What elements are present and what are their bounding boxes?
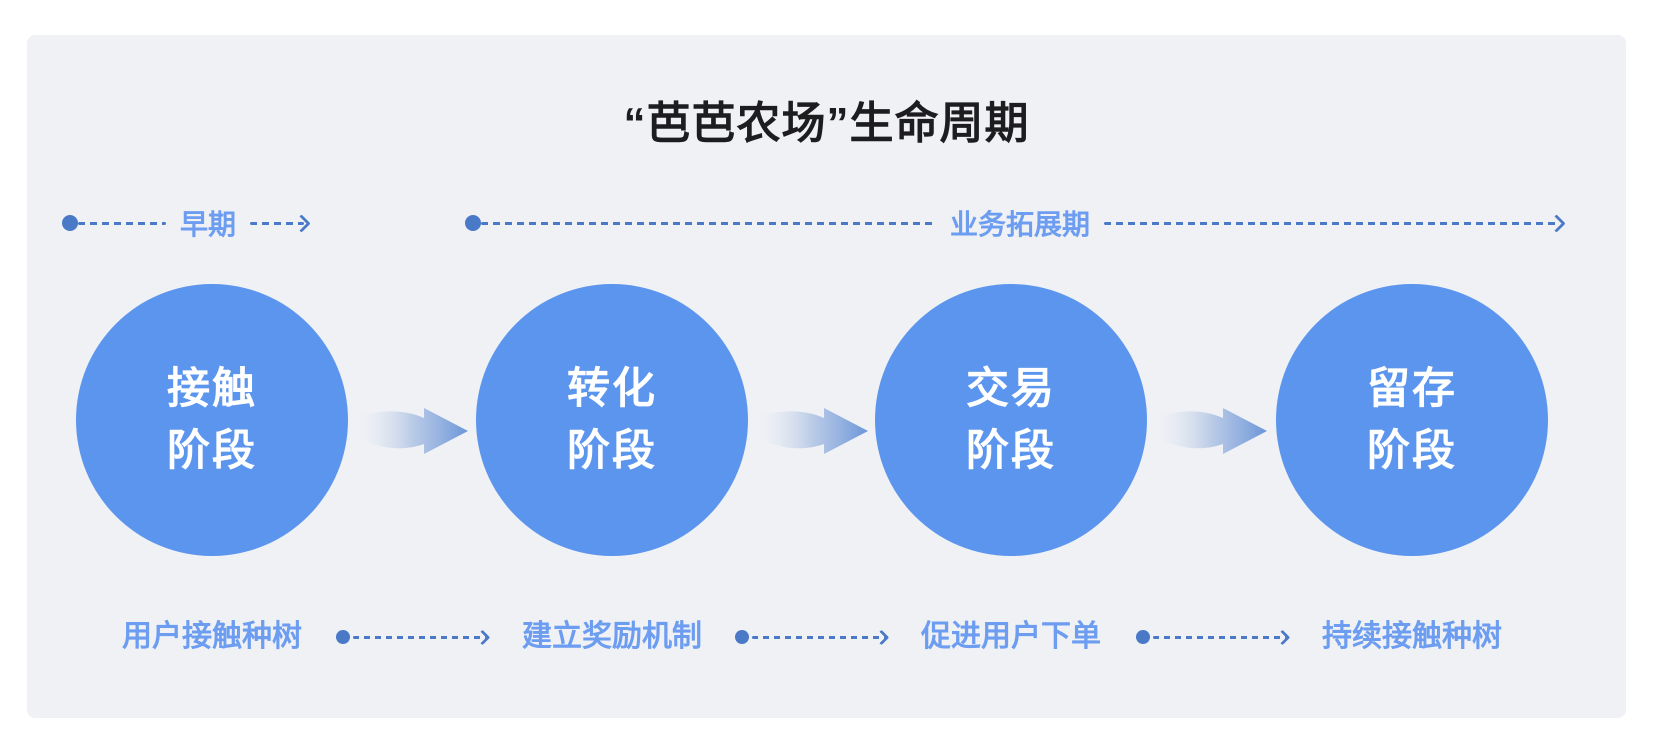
arrow-head-icon — [292, 213, 311, 233]
arrow-head-icon — [1547, 213, 1566, 233]
lifecycle-panel: “芭芭农场”生命周期 早期 业务拓展期 接触 阶段 转化 — [27, 35, 1626, 718]
stage-circle-contact: 接触 阶段 — [76, 284, 348, 556]
dashed-line — [1104, 221, 1560, 225]
dashed-line — [353, 635, 486, 639]
dashed-line — [1153, 635, 1286, 639]
note-arrow-connector — [1136, 619, 1291, 655]
stage-line1: 交易 — [966, 365, 1056, 413]
connector-dot-icon — [735, 630, 749, 644]
arrow-head-icon — [474, 629, 491, 645]
connector-dot-icon — [1136, 630, 1150, 644]
stage-circle-retention: 留存 阶段 — [1276, 284, 1548, 556]
gradient-arrow-icon — [1159, 408, 1267, 454]
dashed-line — [78, 221, 166, 225]
stage-note-conversion: 建立奖励机制 — [522, 620, 702, 653]
timeline-expansion: 业务拓展期 — [465, 203, 1566, 243]
gradient-arrow-icon — [760, 408, 868, 454]
stage-line1: 接触 — [167, 365, 257, 413]
stage-note-retention: 持续接触种树 — [1322, 620, 1502, 653]
note-arrow-connector — [735, 619, 890, 655]
dashed-line — [481, 221, 936, 225]
stage-line1: 留存 — [1367, 365, 1457, 413]
stage-circle-conversion: 转化 阶段 — [476, 284, 748, 556]
dashed-line — [752, 635, 885, 639]
stage-label: 留存 阶段 — [1367, 358, 1457, 482]
stage-note-contact: 用户接触种树 — [122, 620, 302, 653]
dashed-line — [250, 221, 305, 225]
stage-line2: 阶段 — [167, 427, 257, 475]
stage-line1: 转化 — [567, 365, 657, 413]
timeline-start-dot-icon — [465, 215, 481, 231]
stage-label: 接触 阶段 — [167, 358, 257, 482]
stage-label: 交易 阶段 — [966, 358, 1056, 482]
stage-note-transaction: 促进用户下单 — [921, 620, 1101, 653]
timeline-early: 早期 — [62, 203, 350, 243]
stage-line2: 阶段 — [567, 427, 657, 475]
arrow-head-icon — [1274, 629, 1291, 645]
stage-circle-transaction: 交易 阶段 — [875, 284, 1147, 556]
arrow-head-icon — [873, 629, 890, 645]
stage-line2: 阶段 — [966, 427, 1056, 475]
timeline-expansion-label: 业务拓展期 — [950, 209, 1091, 240]
note-arrow-connector — [336, 619, 491, 655]
diagram-title: “芭芭农场”生命周期 — [623, 99, 1030, 148]
timeline-early-label: 早期 — [180, 209, 237, 240]
timeline-start-dot-icon — [62, 215, 78, 231]
gradient-arrow-icon — [360, 408, 468, 454]
stage-label: 转化 阶段 — [567, 358, 657, 482]
stage-line2: 阶段 — [1367, 427, 1457, 475]
connector-dot-icon — [336, 630, 350, 644]
